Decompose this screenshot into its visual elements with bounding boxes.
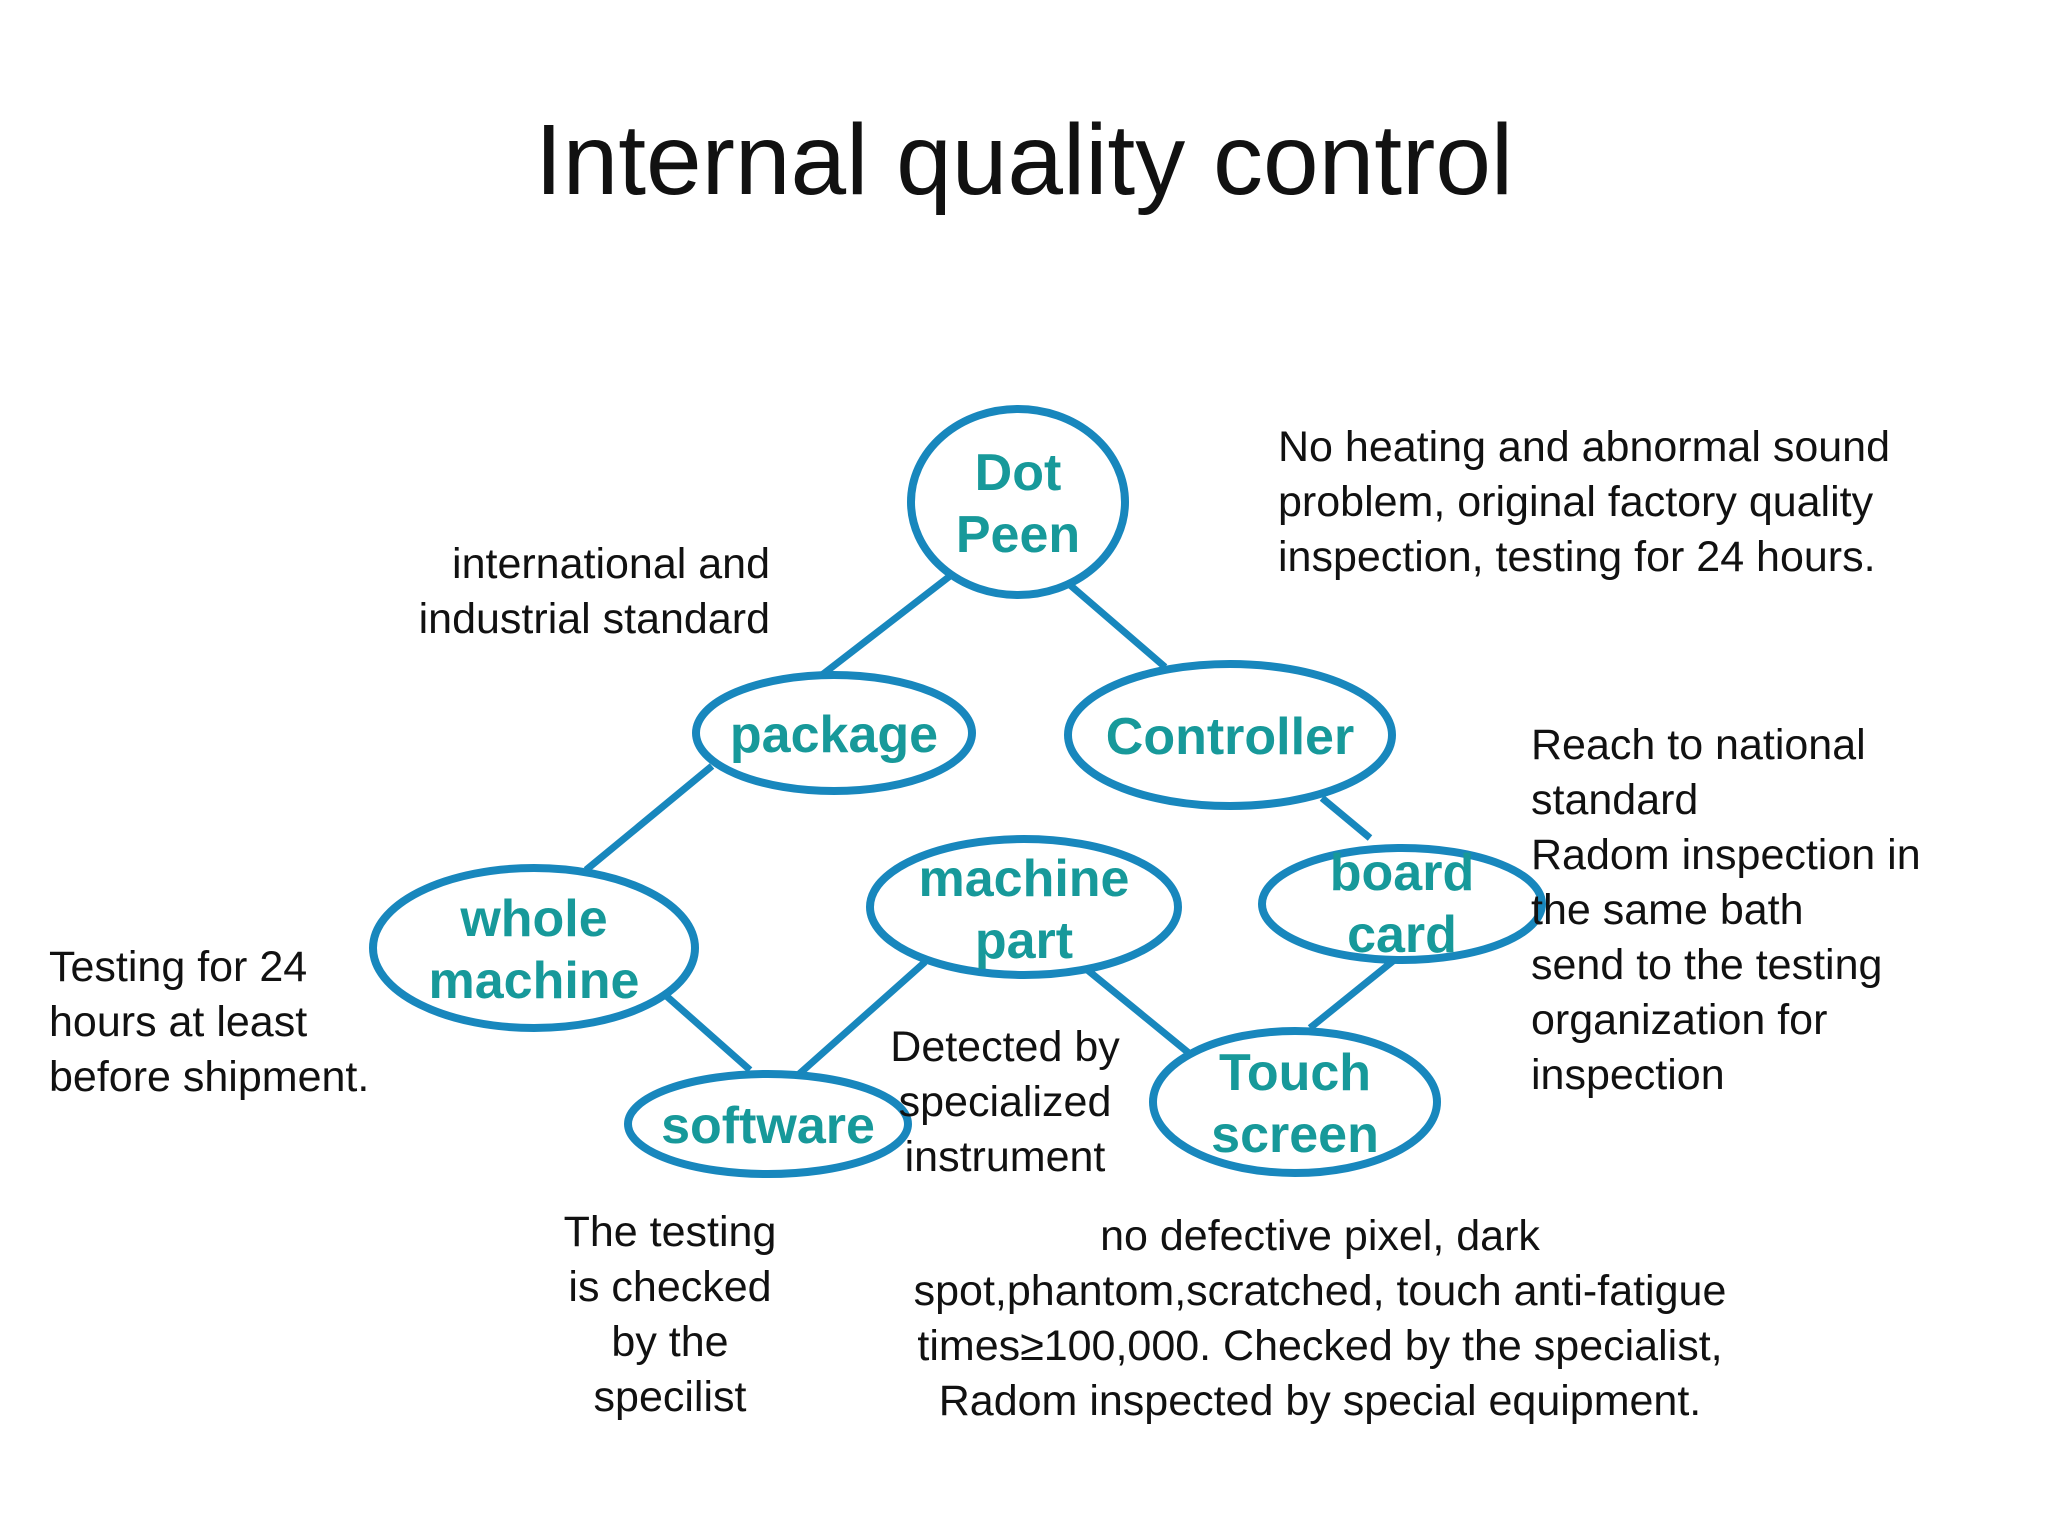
node-package [692, 671, 976, 795]
note-touch-screen: no defective pixel, dark spot,phantom,sc… [913, 1212, 1727, 1425]
edge-package-whole-machine [583, 763, 715, 873]
label-package: package [730, 706, 938, 764]
label-dot-peen-1: Dot [975, 444, 1062, 502]
node-whole-machine [369, 864, 699, 1032]
edge-whole-machine-software [660, 990, 753, 1073]
edge-board-card-touch-screen [1307, 954, 1401, 1031]
node-ellipses [369, 405, 1546, 1178]
note-standard: international and industrial standard [418, 540, 770, 643]
edge-controller-board-card [1319, 795, 1373, 841]
note-software: The testing is checked by the specilist [563, 1208, 777, 1421]
label-touch-screen-1: Touch [1219, 1044, 1371, 1102]
edge-machine-part-touch-screen [1082, 965, 1193, 1057]
label-whole-machine-1: whole [459, 890, 607, 948]
edge-machine-part-software [795, 959, 928, 1078]
label-board-card-2: card [1347, 906, 1457, 964]
label-machine-part-2: part [975, 912, 1073, 970]
edge-dotpeen-controller [1067, 582, 1168, 670]
label-touch-screen-2: screen [1211, 1106, 1379, 1164]
note-board-card: Reach to national standard Radom inspect… [1531, 721, 1921, 1099]
label-dot-peen-2: Peen [956, 506, 1080, 564]
label-whole-machine-2: machine [429, 952, 640, 1010]
note-dot-peen: No heating and abnormal sound problem, o… [1278, 423, 1890, 581]
label-board-card-1: board [1330, 844, 1474, 902]
node-touch-screen [1149, 1027, 1441, 1177]
node-board-card [1258, 844, 1546, 964]
connector-lines [583, 573, 1401, 1078]
slide-title: Internal quality control [534, 104, 1514, 216]
note-whole-machine: Testing for 24 hours at least before shi… [49, 943, 370, 1101]
node-labels: Dot Peen package Controller whole machin… [429, 444, 1475, 1164]
label-machine-part-1: machine [919, 850, 1130, 908]
node-controller [1064, 660, 1396, 810]
node-dot-peen [907, 405, 1129, 599]
note-machine-part: Detected by specialized instrument [890, 1023, 1120, 1181]
edge-dotpeen-package [815, 573, 953, 681]
node-machine-part [866, 835, 1182, 979]
label-controller: Controller [1106, 708, 1354, 766]
node-software [624, 1070, 912, 1178]
label-software: software [661, 1097, 875, 1155]
